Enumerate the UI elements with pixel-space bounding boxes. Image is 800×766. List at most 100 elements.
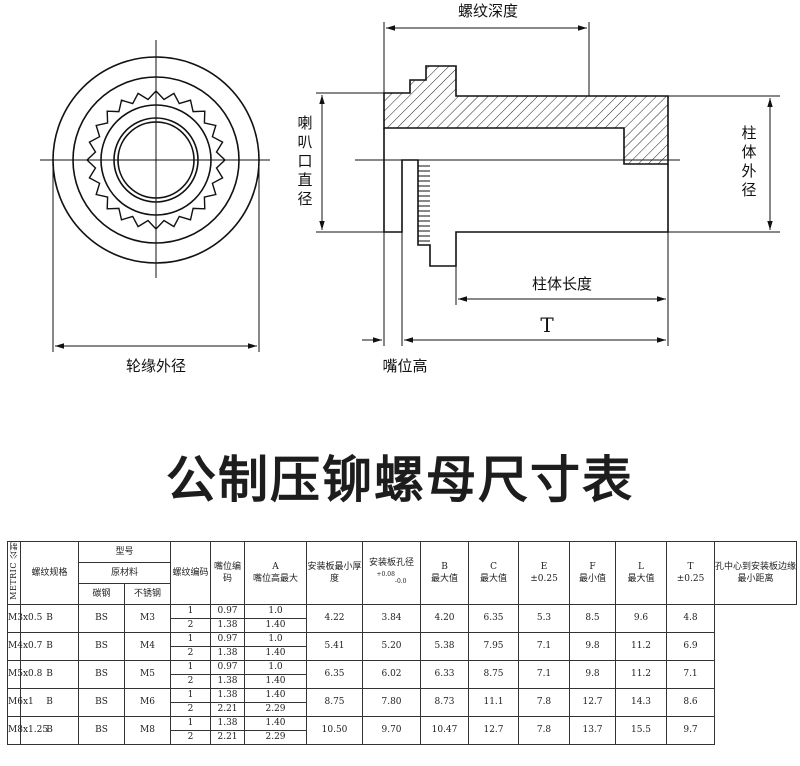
cell-plate: 2.29: [244, 729, 308, 745]
cell-hole: 10.50: [306, 715, 364, 745]
cell-e: 11.1: [468, 687, 520, 717]
th-t: T±0.25: [666, 541, 716, 605]
cell-a: 2.21: [210, 701, 246, 717]
cell-mouth: 2: [170, 645, 212, 661]
cell-f: 7.8: [518, 715, 571, 745]
th-carbon-steel: 碳钢: [78, 582, 125, 605]
metric-side-label: METRIC 公制: [7, 541, 21, 605]
cell-f: 5.3: [518, 603, 571, 633]
cell-plate: 1.40: [244, 715, 308, 731]
th-hole: 安装板孔径+0.08-0.0: [362, 541, 422, 605]
cell-carbon: B: [20, 715, 79, 745]
cell-b: 3.84: [362, 603, 422, 633]
th-e: E±0.25: [518, 541, 571, 605]
cell-mouth: 1: [170, 631, 212, 647]
t-label: T: [540, 313, 554, 337]
cell-mouth: 1: [170, 687, 212, 703]
column-outer-diameter-label: 柱体外径: [741, 124, 756, 199]
cell-c: 5.38: [420, 631, 470, 661]
cell-l: 12.7: [569, 687, 617, 717]
cell-c: 4.20: [420, 603, 470, 633]
cell-l: 13.7: [569, 715, 617, 745]
cell-spec: M6x1: [7, 687, 34, 717]
cell-a: 0.97: [210, 659, 246, 675]
cell-plate: 1.40: [244, 673, 308, 689]
cell-b: 5.20: [362, 631, 422, 661]
cell-f: 7.1: [518, 659, 571, 689]
cell-a: 2.21: [210, 729, 246, 745]
th-edge-distance: 孔中心到安装板边缘最小距离: [714, 541, 798, 605]
cell-a: 1.38: [210, 617, 246, 633]
cell-edge: 6.9: [666, 631, 716, 661]
cell-c: 8.73: [420, 687, 470, 717]
cell-plate: 1.0: [244, 631, 308, 647]
cell-edge: 9.7: [666, 715, 716, 745]
cell-c: 6.33: [420, 659, 470, 689]
cell-a: 1.38: [210, 687, 246, 703]
cell-e: 12.7: [468, 715, 520, 745]
cell-edge: 8.6: [666, 687, 716, 717]
cell-a: 0.97: [210, 631, 246, 647]
cell-hole: 6.35: [306, 659, 364, 689]
cell-edge: 4.8: [666, 603, 716, 633]
cell-code: M4: [123, 631, 172, 661]
cell-plate: 1.0: [244, 603, 308, 619]
cell-code: M6: [123, 687, 172, 717]
cell-e: 8.75: [468, 659, 520, 689]
cell-f: 7.1: [518, 631, 571, 661]
cell-code: M5: [123, 659, 172, 689]
cell-spec: M8x1.25: [7, 715, 48, 745]
inner-circle: [100, 104, 212, 216]
cell-stainless: BS: [78, 715, 125, 745]
cell-t: 15.5: [615, 715, 668, 745]
cell-code: M8: [123, 715, 172, 745]
cell-b: 7.80: [362, 687, 422, 717]
cell-plate: 2.29: [244, 701, 308, 717]
cell-stainless: BS: [78, 687, 125, 717]
mouth-height-label: 嘴位高: [382, 357, 427, 375]
page-title: 公制压铆螺母尺寸表: [166, 451, 634, 509]
cell-edge: 7.1: [666, 659, 716, 689]
lower-outline: [383, 128, 669, 267]
cell-stainless: BS: [78, 631, 125, 661]
body-circle: [72, 76, 240, 244]
cell-a: 1.38: [210, 715, 246, 731]
cell-mouth: 1: [170, 659, 212, 675]
th-thread-code: 螺纹编码: [170, 541, 212, 605]
th-plate-thickness: 安装板最小厚度: [306, 541, 364, 605]
flare-diameter-label: 喇叭口直径: [297, 114, 312, 208]
rim-outer-diameter-label: 轮缘外径: [126, 357, 186, 375]
cell-l: 9.8: [569, 631, 617, 661]
column-length-label: 柱体长度: [532, 275, 592, 293]
th-model: 型号: [77, 541, 172, 563]
cell-b: 6.02: [362, 659, 422, 689]
cell-spec: M5x0.8: [7, 659, 42, 689]
cell-plate: 1.40: [244, 617, 308, 633]
cell-t: 14.3: [615, 687, 668, 717]
cell-carbon: B: [20, 659, 79, 689]
cell-l: 8.5: [569, 603, 617, 633]
thread-depth-label: 螺纹深度: [458, 2, 518, 20]
cell-t: 11.2: [615, 659, 668, 689]
bore-circle-inner: [117, 121, 195, 199]
cell-mouth: 2: [170, 729, 212, 745]
technical-drawing: 轮缘外径 螺纹深度 柱体长度 T 嘴位高 喇叭口直径 柱体外径: [40, 2, 780, 375]
cell-mouth: 2: [170, 701, 212, 717]
cell-t: 9.6: [615, 603, 668, 633]
cell-stainless: BS: [78, 603, 125, 633]
front-view: [40, 40, 270, 352]
cell-b: 9.70: [362, 715, 422, 745]
section-hatched: [383, 65, 669, 165]
cell-e: 7.95: [468, 631, 520, 661]
th-stainless: 不锈钢: [123, 582, 172, 605]
